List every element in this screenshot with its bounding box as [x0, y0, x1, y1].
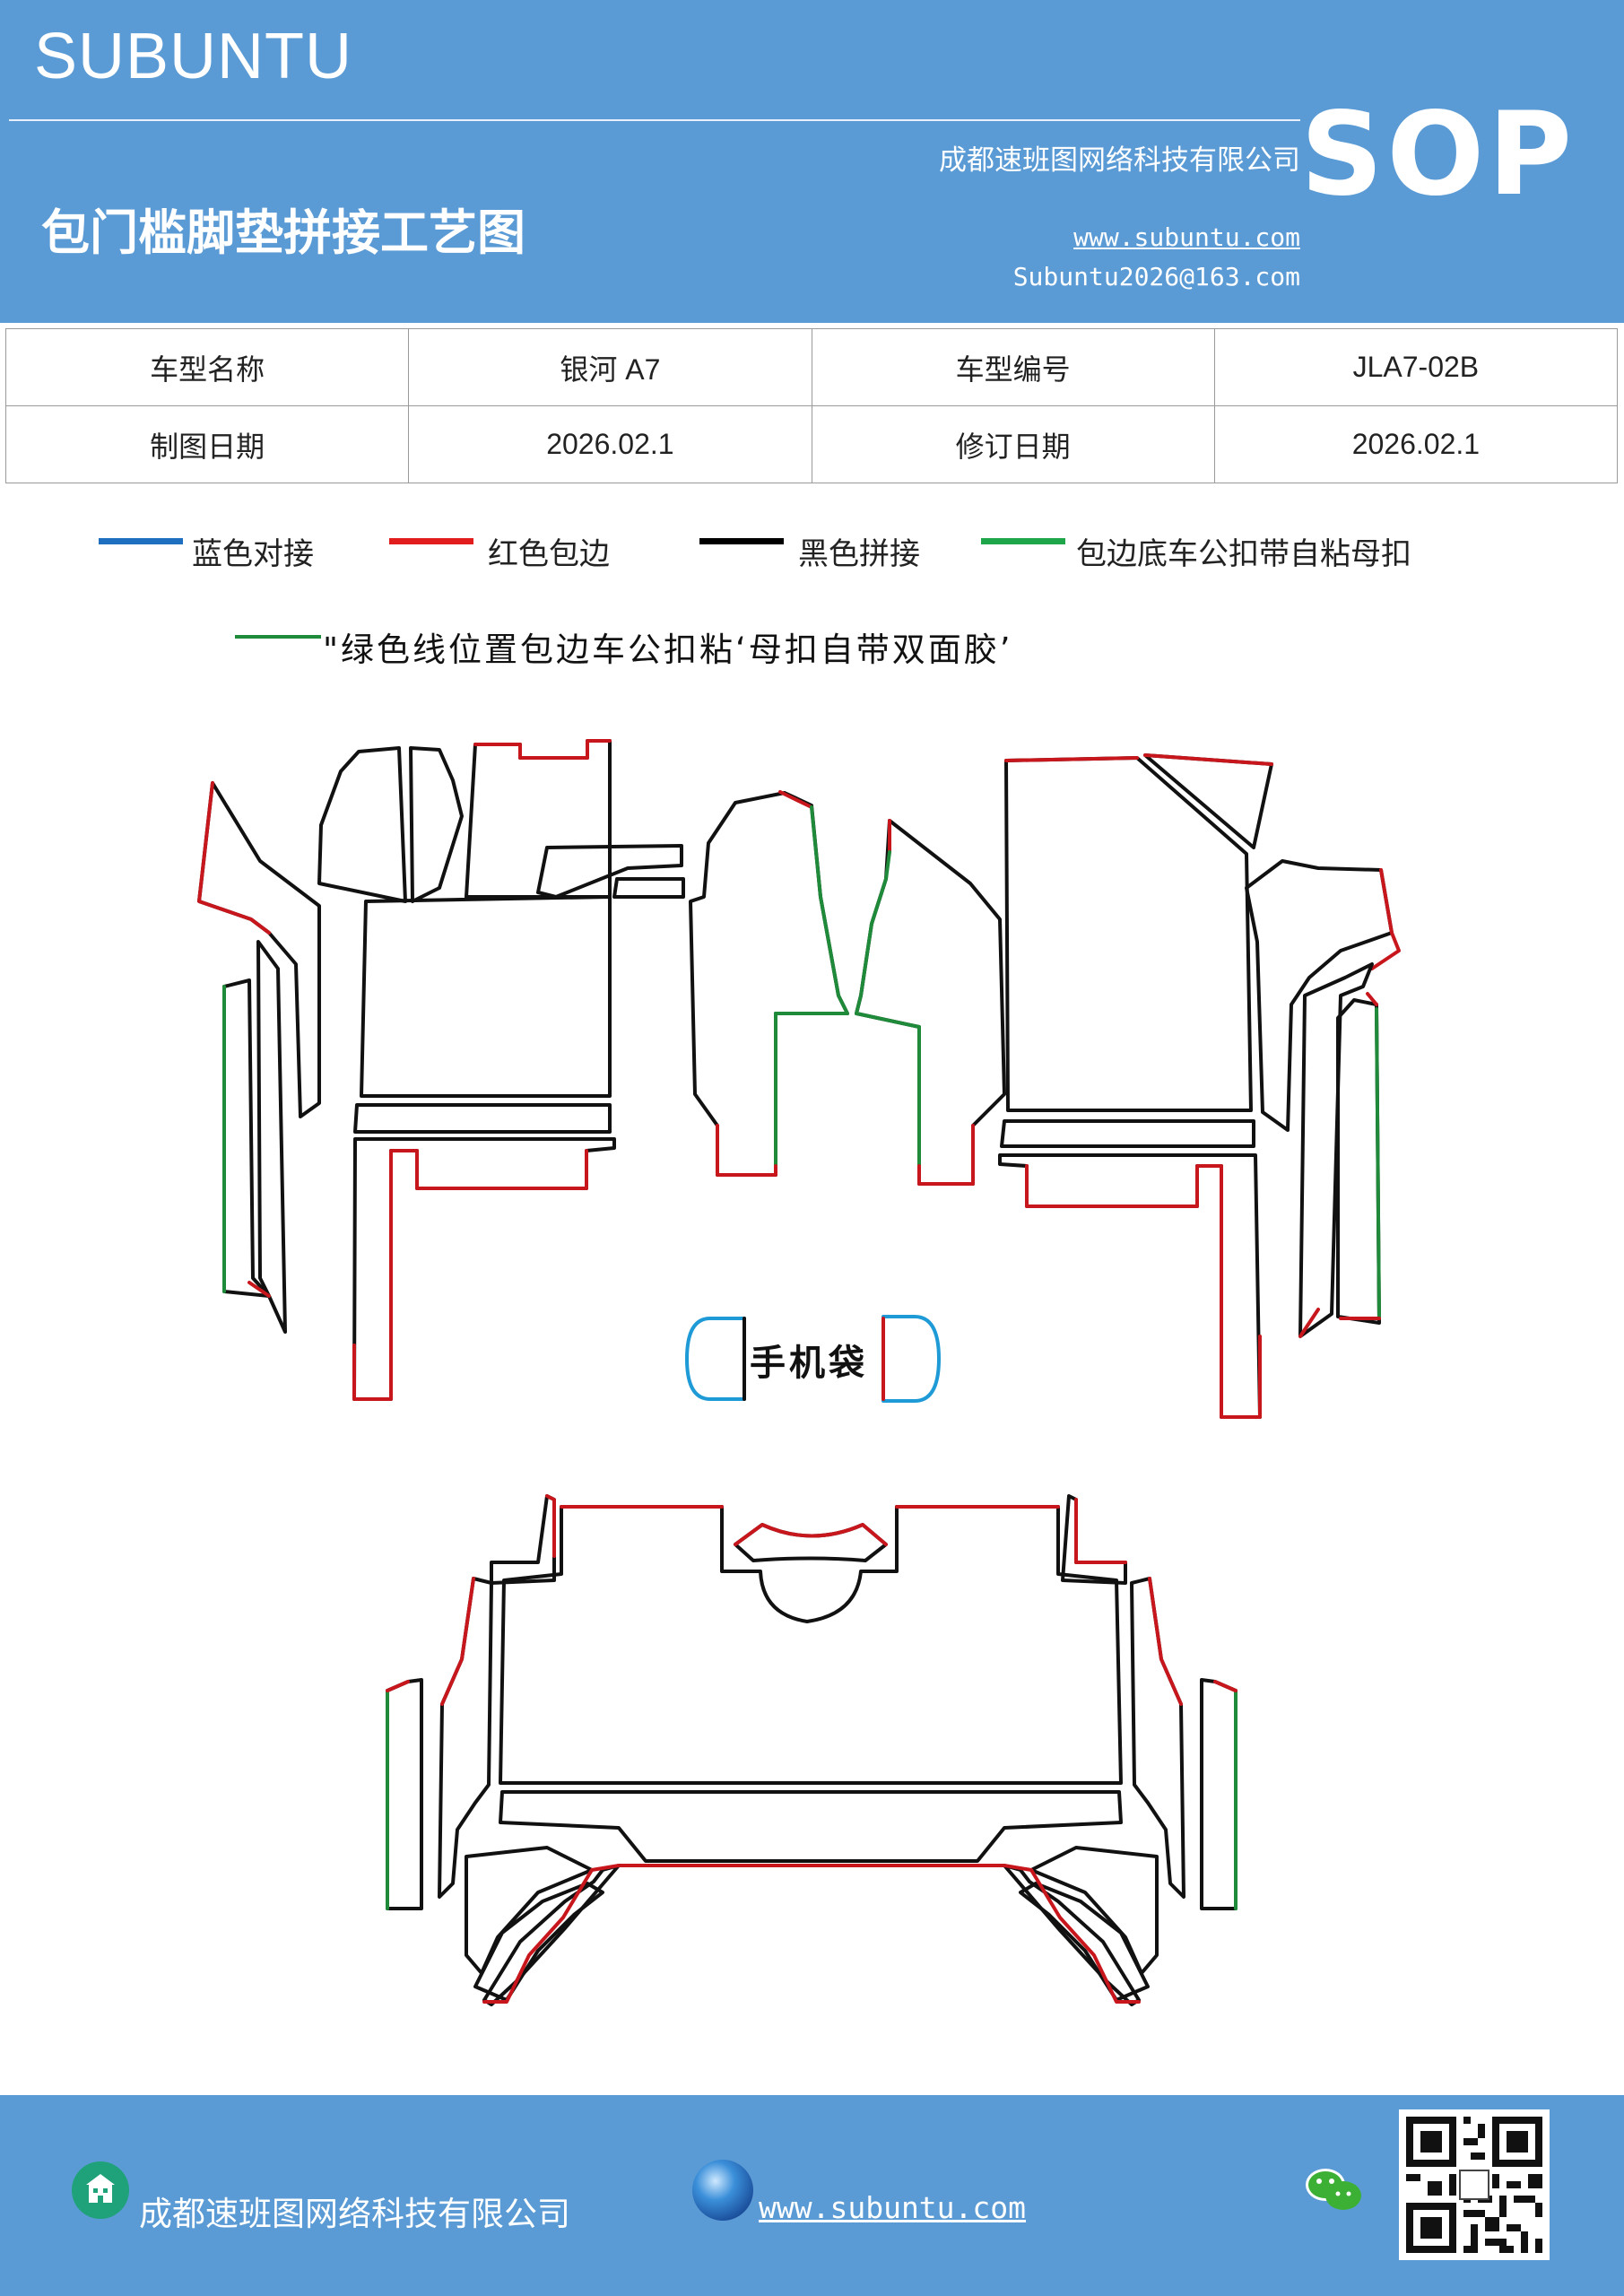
rear-right-wheel-red — [1003, 1864, 1141, 2004]
table-row: 车型名称 银河 A7 车型编号 JLA7-02B — [4, 328, 1619, 406]
center-right-mat — [855, 819, 1006, 1186]
passenger-top-triangle-red — [1143, 753, 1273, 766]
driver-mat-upper-strip — [409, 746, 464, 903]
rear-left-edge-red — [545, 1494, 556, 1558]
front-right-rocker-outer-red — [1339, 992, 1381, 1320]
front-right-side-piece-red — [1370, 868, 1401, 970]
model-code-label: 车型编号 — [811, 328, 1215, 406]
front-right-side-piece — [1245, 859, 1394, 1132]
front-right-rocker-outer-green — [1375, 1007, 1381, 1320]
front-right-rocker-outer — [1336, 998, 1381, 1325]
sop-badge: SOP — [1300, 88, 1576, 222]
building-icon — [72, 2161, 129, 2219]
rear-left-wheel-red — [482, 1864, 621, 2004]
driver-mat-main — [360, 895, 612, 1098]
driver-mat-topedge — [465, 739, 612, 899]
driver-bottom-piece — [352, 1137, 616, 1401]
front-left-side-piece-red — [197, 781, 271, 935]
front-left-rocker-mid — [256, 940, 287, 1334]
vehicle-info-table: 车型名称 银河 A7 车型编号 JLA7-02B 制图日期 2026.02.1 … — [4, 328, 1619, 483]
rear-right-rocker — [1200, 1678, 1238, 1910]
phone-pocket-left — [685, 1317, 746, 1401]
draw-date-value: 2026.02.1 — [408, 405, 812, 483]
legend-swatch-red — [389, 538, 473, 544]
rear-right-side-red — [1148, 1577, 1183, 1706]
note-green-line — [235, 635, 321, 639]
passenger-top-triangle — [1143, 753, 1273, 849]
rear-left-rocker-red — [386, 1680, 410, 1692]
front-left-rocker-outer — [222, 978, 271, 1298]
wechat-icon[interactable] — [1302, 2163, 1365, 2217]
rear-right-edge-red — [1074, 1498, 1127, 1564]
driver-mat-topedge-red — [473, 739, 612, 760]
model-name-label: 车型名称 — [4, 328, 410, 406]
front-right-mat-group — [998, 753, 1401, 1419]
passenger-mat-main-red — [1004, 756, 1139, 762]
legend-swatch-blue — [99, 538, 183, 544]
legend-swatch-green — [981, 538, 1065, 544]
note-text: "绿色线位置包边车公扣粘‘母扣自带双面胶’ — [323, 631, 1013, 669]
legend-label-red: 红色包边 — [488, 536, 610, 572]
front-center-mat-group — [689, 790, 1006, 1186]
rear-left-side-red — [440, 1577, 475, 1706]
front-right-rocker-mid — [1298, 962, 1374, 1338]
footer-website-link[interactable]: www.subuntu.com — [759, 2190, 1027, 2225]
header-band — [0, 0, 1624, 323]
rear-mat-group — [386, 1494, 1238, 2006]
driver-footrest-tab-2 — [612, 877, 685, 899]
driver-footrest-tab — [536, 844, 683, 899]
legend-label-black: 黑色拼接 — [798, 536, 920, 572]
center-right-mat-green — [855, 850, 921, 1168]
qr-code — [1399, 2109, 1550, 2260]
legend-swatch-black — [699, 538, 784, 544]
rear-lower-strip — [499, 1790, 1123, 1863]
revise-date-value: 2026.02.1 — [1213, 405, 1619, 483]
center-left-mat-red — [778, 790, 813, 809]
header-website-link[interactable]: www.subuntu.com — [1073, 222, 1300, 252]
rear-right-wheel-1 — [1029, 1846, 1159, 1975]
header-divider — [9, 119, 1300, 121]
driver-bottom-piece-red — [352, 1149, 588, 1401]
rear-right-rocker-red — [1213, 1680, 1238, 1692]
passenger-mat-main — [1004, 756, 1253, 1112]
draw-date-label: 制图日期 — [4, 405, 410, 483]
front-right-rocker-mid-red — [1298, 1308, 1320, 1338]
phone-pocket-group — [685, 1315, 941, 1403]
passenger-lower-strip — [1000, 1119, 1255, 1148]
passenger-bottom-piece-red — [1025, 1164, 1262, 1419]
driver-mat-upper — [317, 746, 407, 903]
legend-label-green: 包边底车公扣带自粘母扣 — [1076, 536, 1411, 572]
front-left-mat-group — [197, 739, 685, 1401]
phone-pocket-label: 手机袋 — [750, 1343, 868, 1384]
center-left-mat-green — [774, 805, 849, 1168]
brand-name: SUBUNTU — [34, 21, 353, 92]
header-email: Subuntu2026@163.com — [1012, 262, 1300, 291]
model-name-value: 银河 A7 — [408, 328, 812, 406]
rear-left-wheel-1 — [465, 1846, 594, 1975]
phone-pocket-right — [881, 1315, 941, 1403]
center-right-mat-bottom-red — [917, 1124, 975, 1186]
rear-left-rocker — [386, 1678, 423, 1910]
center-left-mat — [689, 791, 849, 1177]
revise-date-label: 修订日期 — [811, 405, 1215, 483]
rear-left-edge — [490, 1494, 556, 1585]
rear-right-edge — [1061, 1494, 1127, 1585]
footer-company: 成都速班图网络科技有限公司 — [139, 2195, 570, 2233]
front-left-rocker-red — [248, 1281, 271, 1298]
document-title: 包门槛脚垫拼接工艺图 — [41, 204, 525, 261]
driver-lower-strip — [353, 1103, 612, 1134]
legend-label-blue: 蓝色对接 — [192, 536, 314, 572]
header-company: 成都速班图网络科技有限公司 — [939, 144, 1300, 177]
table-row: 制图日期 2026.02.1 修订日期 2026.02.1 — [4, 405, 1619, 483]
model-code-value: JLA7-02B — [1213, 328, 1619, 406]
building-icon-glyph — [86, 2174, 115, 2203]
rear-mat-main — [499, 1505, 1123, 1785]
globe-icon — [692, 2160, 753, 2221]
rear-mat-tunnel-red — [734, 1523, 888, 1546]
center-left-mat-bottom-red — [716, 1124, 777, 1177]
